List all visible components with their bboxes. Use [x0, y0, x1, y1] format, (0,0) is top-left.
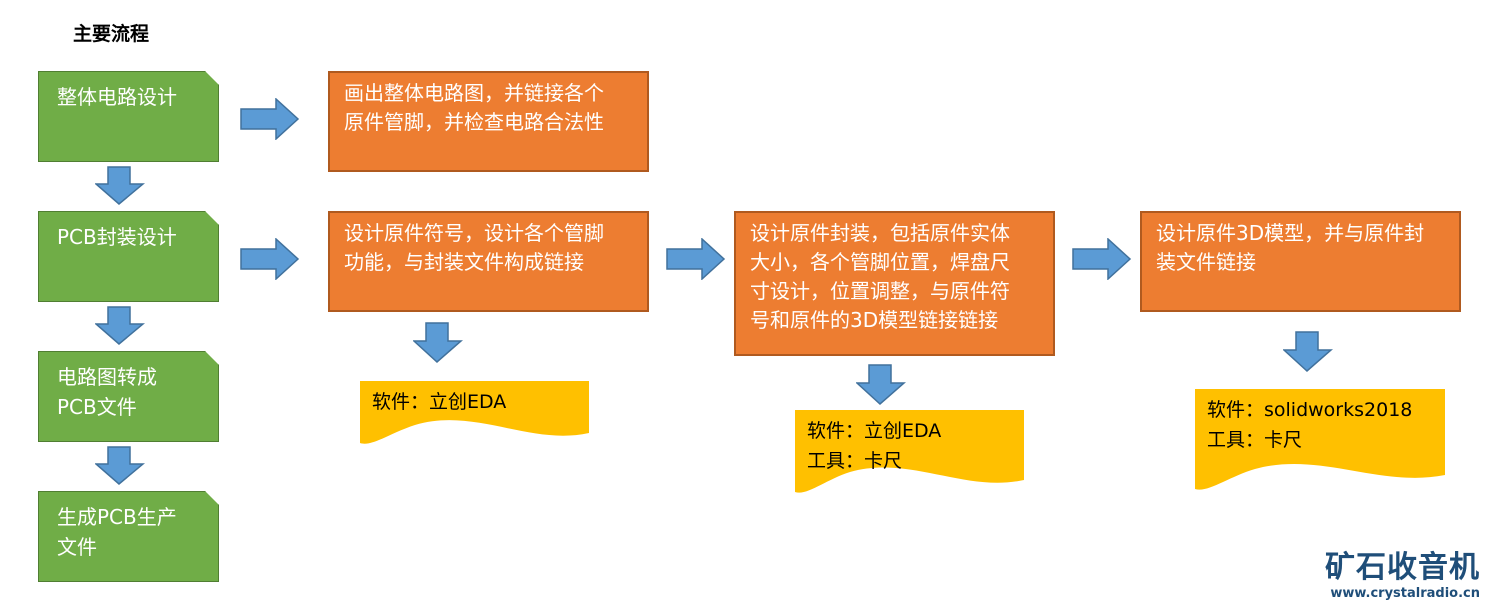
step-overall-circuit-design: 整体电路设计	[38, 71, 219, 162]
note-text: 软件：立创EDA	[372, 391, 507, 413]
detail-text: 设计原件符号，设计各个管脚 功能，与封装文件构成链接	[344, 221, 604, 274]
note-software-and-tool-solidworks: 软件：solidworks2018 工具：卡尺	[1195, 389, 1446, 495]
detail-symbol-design: 设计原件符号，设计各个管脚 功能，与封装文件构成链接	[328, 211, 649, 312]
step-label: PCB封装设计	[57, 225, 177, 249]
document-shape	[1195, 389, 1445, 490]
step-label: 整体电路设计	[57, 85, 177, 109]
step-label: 电路图转成 PCB文件	[57, 365, 157, 419]
down-arrow-icon	[95, 446, 145, 485]
right-arrow-icon	[666, 238, 726, 280]
note-text: 软件：solidworks2018 工具：卡尺	[1207, 399, 1413, 451]
step-label: 生成PCB生产 文件	[57, 505, 177, 559]
document-shape	[795, 410, 1024, 493]
down-arrow-icon	[95, 306, 145, 345]
right-arrow-icon	[240, 238, 300, 280]
down-arrow-icon	[1283, 331, 1333, 373]
detail-text: 画出整体电路图，并链接各个 原件管脚，并检查电路合法性	[344, 81, 604, 134]
document-shape	[360, 381, 589, 444]
detail-footprint-design: 设计原件封装，包括原件实体 大小，各个管脚位置，焊盘尺 寸设计，位置调整，与原件…	[734, 211, 1055, 356]
down-arrow-icon	[413, 322, 463, 364]
right-arrow-icon	[1072, 238, 1132, 280]
step-schematic-to-pcb: 电路图转成 PCB文件	[38, 351, 219, 442]
down-arrow-icon	[856, 364, 906, 406]
note-software-and-tool-eda: 软件：立创EDA 工具：卡尺	[795, 410, 1025, 498]
detail-3d-model-design: 设计原件3D模型，并与原件封 装文件链接	[1140, 211, 1461, 312]
brand-watermark: 矿石收音机 www.crystalradio.cn	[1325, 550, 1480, 602]
brand-url: www.crystalradio.cn	[1330, 586, 1480, 601]
detail-text: 设计原件3D模型，并与原件封 装文件链接	[1156, 221, 1425, 274]
note-software-eda: 软件：立创EDA	[360, 381, 590, 451]
detail-circuit-diagram: 画出整体电路图，并链接各个 原件管脚，并检查电路合法性	[328, 71, 649, 172]
note-text: 软件：立创EDA 工具：卡尺	[807, 420, 942, 472]
brand-name: 矿石收音机	[1325, 550, 1480, 585]
down-arrow-icon	[95, 166, 145, 205]
page-title: 主要流程	[73, 23, 150, 45]
detail-text: 设计原件封装，包括原件实体 大小，各个管脚位置，焊盘尺 寸设计，位置调整，与原件…	[750, 221, 1010, 332]
step-pcb-footprint-design: PCB封装设计	[38, 211, 219, 302]
step-generate-production-files: 生成PCB生产 文件	[38, 491, 219, 582]
right-arrow-icon	[240, 98, 300, 140]
